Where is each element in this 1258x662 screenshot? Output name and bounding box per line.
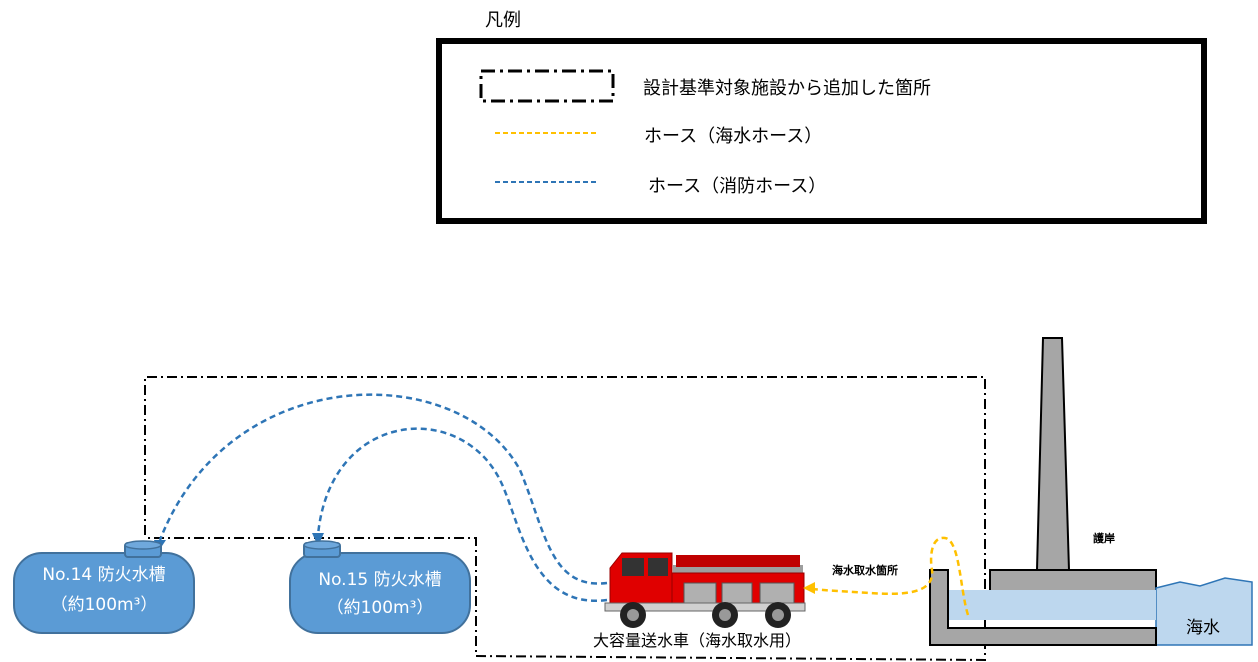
legend-title: 凡例: [485, 10, 521, 31]
added-area-boundary: [144, 376, 986, 662]
tank-no14-capacity: （約100m³）: [50, 595, 158, 615]
intake-label: 海水取水箇所: [832, 564, 898, 577]
fire-truck-icon: [604, 552, 806, 628]
tank-no15-capacity: （約100m³）: [326, 598, 434, 618]
legend-symbol-added-area: [479, 69, 615, 103]
legend-box: [436, 38, 1207, 224]
tank-no14: [13, 540, 195, 634]
arrowhead-intake: [803, 582, 815, 594]
legend-label-fire-hose: ホース（消防ホース）: [648, 176, 827, 197]
seawall-label: 護岸: [1093, 532, 1115, 545]
fire-hose-to-no14: [158, 393, 608, 585]
legend-label-added-area: 設計基準対象施設から追加した箇所: [643, 78, 931, 99]
tank-no15: [289, 540, 471, 634]
legend-label-seawater-hose: ホース（海水ホース）: [644, 126, 823, 147]
arrowhead-no15: [312, 533, 324, 546]
tank-no14-name: No.14 防火水槽: [42, 565, 166, 585]
fire-hose-to-no15: [316, 427, 608, 602]
truck-label: 大容量送水車（海水取水用）: [593, 631, 802, 650]
sea-label: 海水: [1186, 618, 1220, 638]
seawall-structure: [929, 337, 1253, 646]
seawater-hose: [805, 536, 970, 616]
tank-no15-name: No.15 防火水槽: [318, 570, 442, 590]
